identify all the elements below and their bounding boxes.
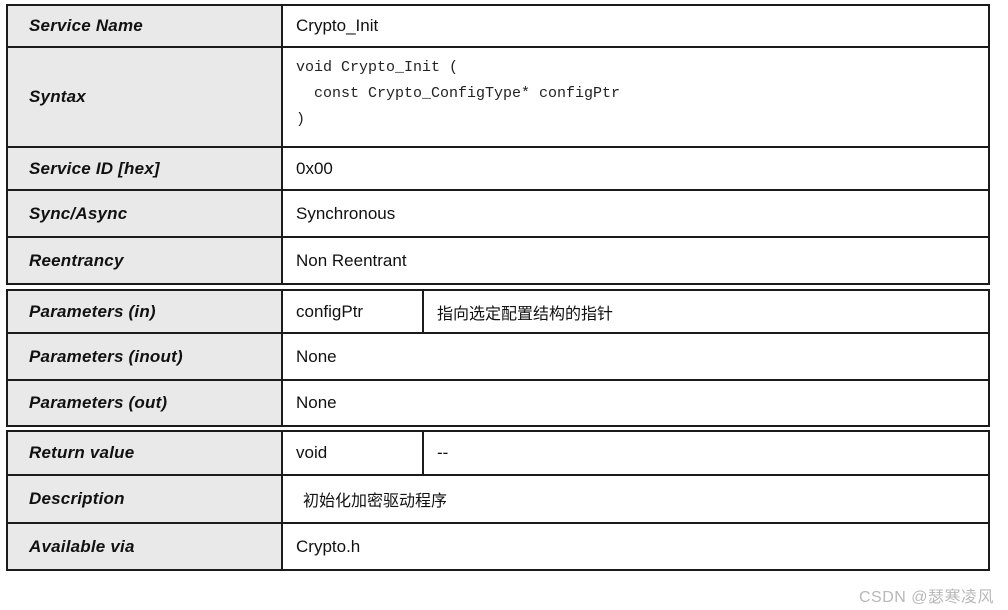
table-row-service-name: Service Name Crypto_Init (6, 4, 990, 48)
row-value-service-name: Crypto_Init (296, 16, 379, 35)
row-label-return-value: Return value (8, 432, 283, 474)
table-row-service-id: Service ID [hex] 0x00 (6, 146, 990, 191)
csdn-watermark: CSDN @瑟寒凌风 (858, 589, 994, 606)
row-value-reentrancy: Non Reentrant (296, 250, 407, 270)
table-row-reentrancy: Reentrancy Non Reentrant (6, 236, 990, 285)
table-row-description: Description 初始化加密驱动程序 (6, 474, 990, 524)
row-label-reentrancy: Reentrancy (8, 238, 283, 283)
table-row-parameters-in: Parameters (in) configPtr 指向选定配置结构的指针 (6, 289, 990, 334)
row-label-syntax: Syntax (8, 48, 283, 146)
table-row-available-via: Available via Crypto.h (6, 522, 990, 571)
table-row-syntax: Syntax void Crypto_Init ( const Crypto_C… (6, 46, 990, 148)
row-value-parameters-out: None (296, 393, 337, 412)
service-spec-table: Service Name Crypto_Init Syntax void Cry… (6, 4, 990, 571)
row-label-parameters-out: Parameters (out) (8, 381, 283, 425)
param-desc-cell: 指向选定配置结构的指针 (437, 305, 614, 323)
syntax-code-block: void Crypto_Init ( const Crypto_ConfigTy… (296, 59, 621, 128)
table-row-sync-async: Sync/Async Synchronous (6, 189, 990, 238)
row-label-available-via: Available via (8, 524, 283, 569)
row-value-syntax: void Crypto_Init ( const Crypto_ConfigTy… (283, 48, 988, 146)
row-label-parameters-in: Parameters (in) (8, 291, 283, 332)
row-value-description: 初始化加密驱动程序 (303, 493, 448, 510)
row-value-parameters-inout: None (296, 346, 337, 366)
table-row-parameters-out: Parameters (out) None (6, 379, 990, 427)
row-label-description: Description (8, 476, 283, 522)
row-value-service-id: 0x00 (296, 158, 333, 178)
table-row-return-value: Return value void -- (6, 430, 990, 476)
row-label-sync-async: Sync/Async (8, 191, 283, 236)
row-value-sync-async: Synchronous (296, 203, 396, 223)
table-row-parameters-inout: Parameters (inout) None (6, 332, 990, 381)
row-label-parameters-inout: Parameters (inout) (8, 334, 283, 379)
row-label-service-id: Service ID [hex] (8, 148, 283, 189)
return-desc-cell: -- (437, 443, 449, 462)
row-value-available-via: Crypto.h (296, 536, 361, 556)
return-type-cell: void (283, 432, 424, 474)
param-name-cell: configPtr (283, 291, 424, 332)
row-label-service-name: Service Name (8, 6, 283, 46)
